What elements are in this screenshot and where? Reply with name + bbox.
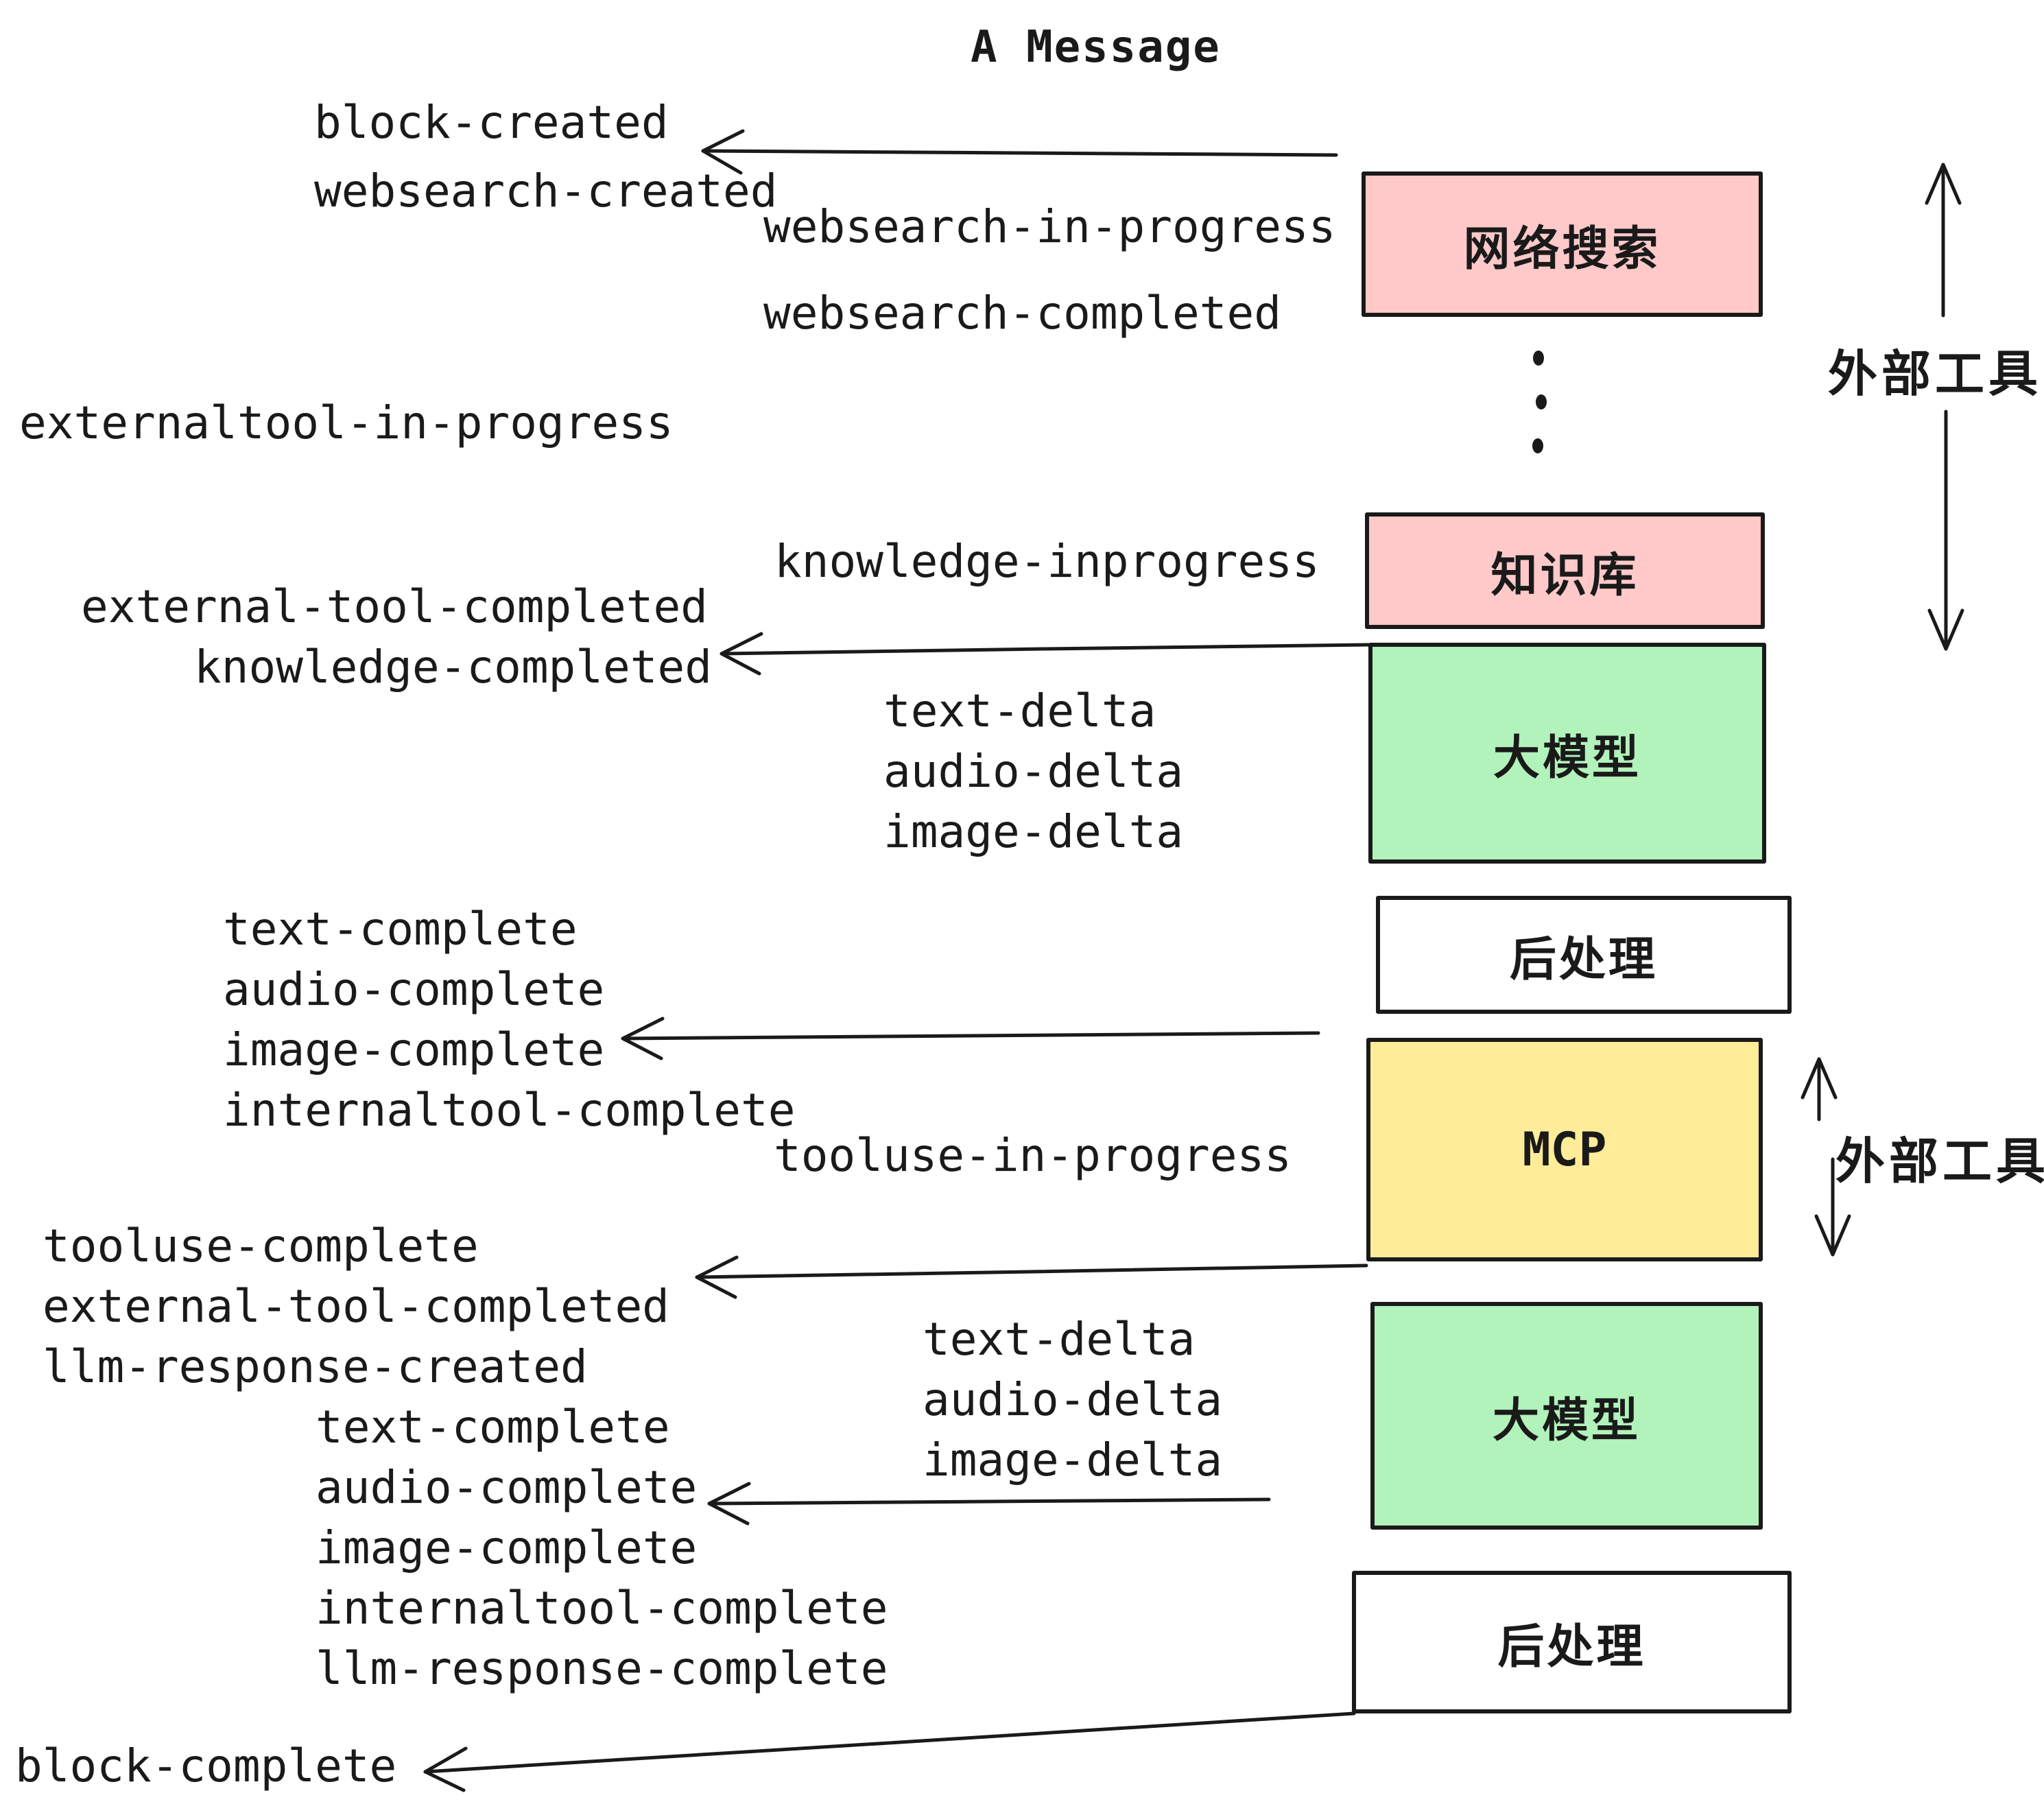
event-audio-complete-1: audio-complete <box>223 963 605 1016</box>
event-audio-delta-2: audio-delta <box>923 1373 1223 1426</box>
arrow-to-image-complete <box>621 1017 1320 1060</box>
external-tools-bottom-up-arrow <box>1801 1057 1838 1121</box>
post-processing-box-2: 后处理 <box>1352 1571 1792 1713</box>
websearch-box-label: 网络搜索 <box>1463 222 1661 276</box>
event-image-delta-1: image-delta <box>883 805 1184 858</box>
event-internaltool-complete-1: internaltool-complete <box>223 1084 796 1137</box>
diagram-title: A Message <box>971 22 1221 73</box>
post-processing-box-2-label: 后处理 <box>1497 1619 1646 1674</box>
arrow-to-block-complete <box>423 1711 1356 1792</box>
post-processing-box-1: 后处理 <box>1376 896 1792 1014</box>
llm-box-1-label: 大模型 <box>1493 731 1641 785</box>
vertical-ellipsis-dots <box>1532 351 1547 453</box>
event-internaltool-complete-2: internaltool-complete <box>316 1582 888 1635</box>
external-tools-top-down-arrow <box>1927 410 1964 651</box>
mcp-box: MCP <box>1366 1038 1763 1261</box>
llm-box-2-label: 大模型 <box>1492 1393 1641 1448</box>
knowledge-base-box: 知识库 <box>1365 512 1765 629</box>
llm-box-1: 大模型 <box>1368 643 1766 864</box>
event-tooluse-in-progress: tooluse-in-progress <box>774 1129 1292 1182</box>
event-websearch-created: websearch-created <box>314 165 778 217</box>
event-image-complete-2: image-complete <box>316 1521 698 1574</box>
event-block-created: block-created <box>314 96 669 149</box>
event-image-complete-1: image-complete <box>223 1023 605 1076</box>
mcp-box-label: MCP <box>1522 1122 1607 1177</box>
event-audio-complete-2: audio-complete <box>316 1461 698 1514</box>
arrow-to-knowledge-completed <box>720 632 1370 676</box>
external-tools-annotation-bottom: 外部工具 <box>1835 1132 2044 1190</box>
event-websearch-completed: websearch-completed <box>763 287 1281 340</box>
event-text-complete-2: text-complete <box>316 1401 670 1453</box>
event-image-delta-2: image-delta <box>923 1434 1223 1486</box>
event-llm-response-complete: llm-response-complete <box>316 1642 888 1695</box>
arrow-to-tooluse-complete <box>695 1255 1368 1299</box>
llm-box-2: 大模型 <box>1370 1302 1763 1530</box>
event-external-tool-completed: external-tool-completed <box>81 580 708 633</box>
event-websearch-in-progress: websearch-in-progress <box>763 200 1336 253</box>
arrow-to-block-created <box>701 129 1338 175</box>
event-knowledge-completed: knowledge-completed <box>194 641 712 693</box>
event-external-tool-completed-2: external-tool-completed <box>43 1280 669 1333</box>
event-llm-response-created: llm-response-created <box>43 1340 588 1393</box>
event-tooluse-complete: tooluse-complete <box>43 1220 479 1272</box>
external-tools-top-up-arrow <box>1925 163 1962 318</box>
post-processing-box-1-label: 后处理 <box>1509 932 1658 987</box>
arrow-to-audio-complete <box>707 1482 1271 1526</box>
event-text-delta-2: text-delta <box>923 1313 1196 1366</box>
event-knowledge-inprogress: knowledge-inprogress <box>774 535 1320 588</box>
knowledge-base-box-label: 知识库 <box>1490 548 1639 603</box>
external-tools-annotation-top: 外部工具 <box>1828 345 2043 403</box>
event-text-delta-1: text-delta <box>883 685 1156 737</box>
websearch-box: 网络搜索 <box>1362 171 1763 317</box>
event-audio-delta-1: audio-delta <box>883 745 1184 798</box>
event-text-complete-1: text-complete <box>223 903 578 956</box>
event-block-complete: block-complete <box>15 1740 397 1792</box>
event-externaltool-in-progress: externaltool-in-progress <box>19 396 674 449</box>
